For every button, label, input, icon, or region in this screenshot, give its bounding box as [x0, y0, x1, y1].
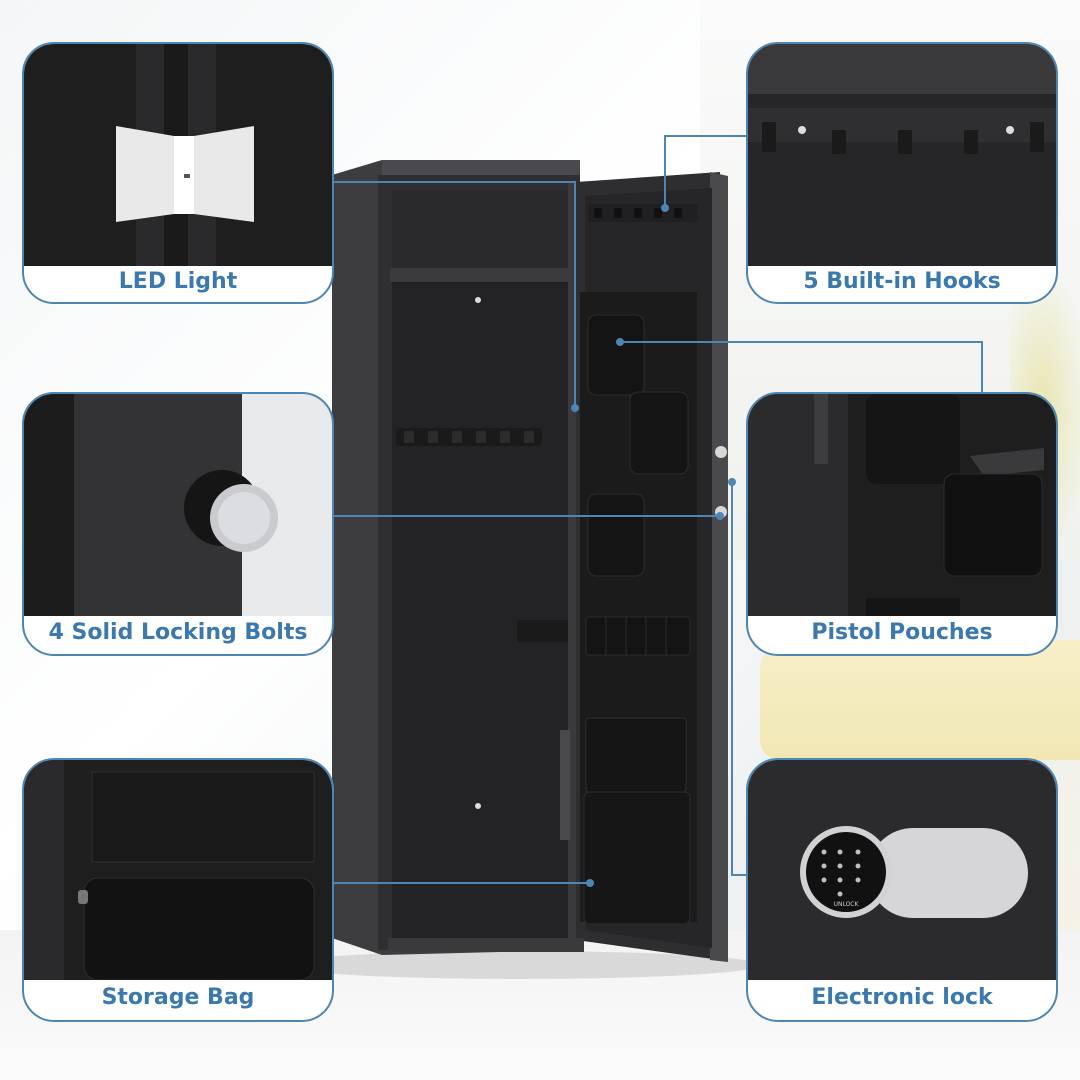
callout-led-light: LED Light [22, 42, 334, 304]
led-light-photo [24, 44, 332, 266]
connector-led [290, 181, 576, 408]
door-edge [710, 172, 728, 962]
storage-bag-on-door [583, 791, 691, 925]
mesh-pocket [91, 771, 315, 863]
top-compartment [392, 190, 570, 270]
background-sofa [760, 640, 1080, 760]
zipper-icon [78, 890, 88, 904]
keypad-face [806, 832, 886, 912]
dot-hooks [661, 204, 669, 212]
locking-bolts-label: 4 Solid Locking Bolts [48, 620, 308, 645]
storage-bag-photo [24, 760, 332, 981]
dot-led [571, 404, 579, 412]
callout-storage-bag: Storage Bag [22, 758, 334, 1022]
dot-lock [728, 478, 736, 486]
hooks-photo [748, 44, 1056, 266]
pistol-pouches-photo [748, 394, 1056, 616]
pistol-pouch [943, 473, 1043, 577]
pouch-3 [587, 493, 645, 577]
safe-interior [392, 190, 570, 942]
callout-hooks: 5 Built-in Hooks [746, 42, 1058, 304]
dot-pouches [616, 338, 624, 346]
safe-top [382, 160, 580, 178]
pistol-icon [970, 448, 1044, 476]
hook-icons [762, 122, 1044, 154]
safe-shadow [280, 951, 760, 979]
hinge-strip [560, 730, 570, 840]
shelf [390, 268, 572, 282]
electronic-lock-photo: UNLOCK [748, 760, 1056, 980]
hooks-label: 5 Built-in Hooks [803, 269, 1001, 294]
lock-handle [868, 828, 1028, 918]
storage-bag-icon [83, 877, 315, 981]
electronic-lock-label: Electronic lock [811, 985, 993, 1010]
rifle-rack-bottom [517, 620, 569, 642]
callout-locking-bolts: 4 Solid Locking Bolts [22, 392, 334, 656]
pouch-1 [587, 314, 645, 396]
interior-light-dot-lower [475, 803, 481, 809]
unlock-text: UNLOCK [834, 901, 860, 908]
interior-light-dot [475, 297, 481, 303]
safe-base [388, 938, 584, 952]
pouch-2 [629, 391, 689, 475]
led-light-label: LED Light [118, 269, 238, 294]
locking-bolts-photo [24, 394, 332, 616]
storage-bag-label: Storage Bag [101, 985, 255, 1010]
locking-bolt-1 [715, 446, 727, 458]
callout-pistol-pouches: Pistol Pouches [746, 392, 1058, 656]
dot-bolts [716, 512, 724, 520]
led-glow-right [194, 126, 254, 222]
pistol-pouches-label: Pistol Pouches [811, 620, 993, 645]
callout-electronic-lock: UNLOCK Electronic lock [746, 758, 1058, 1022]
led-glow-left [116, 126, 174, 222]
dot-bag [586, 879, 594, 887]
magazine-holder [585, 616, 691, 656]
